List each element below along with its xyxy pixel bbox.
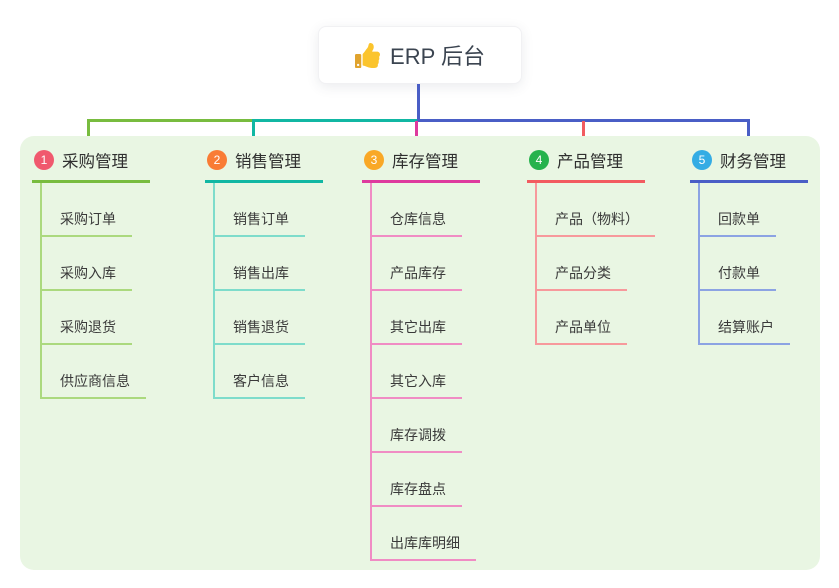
node-supplier-info[interactable]: 供应商信息 <box>42 345 146 399</box>
connector-root-stem <box>417 84 420 120</box>
branch-title: 销售管理 <box>235 153 301 171</box>
node-product-material[interactable]: 产品（物料） <box>537 183 655 237</box>
branch-inventory-children: 仓库信息 产品库存 其它出库 其它入库 库存调拨 库存盘点 出库库明细 <box>370 183 480 561</box>
branch-number-badge: 5 <box>692 150 712 170</box>
node-other-outbound[interactable]: 其它出库 <box>372 291 462 345</box>
branch-product-children: 产品（物料） 产品分类 产品单位 <box>535 183 655 345</box>
branch-number-badge: 3 <box>364 150 384 170</box>
branch-inventory-header[interactable]: 3 库存管理 <box>362 148 480 183</box>
branch-sales-header[interactable]: 2 销售管理 <box>205 148 323 183</box>
branch-finance-header[interactable]: 5 财务管理 <box>690 148 808 183</box>
node-other-inbound[interactable]: 其它入库 <box>372 345 462 399</box>
node-sales-order[interactable]: 销售订单 <box>215 183 305 237</box>
branch-product: 4 产品管理 产品（物料） 产品分类 产品单位 <box>527 148 655 345</box>
node-warehouse-info[interactable]: 仓库信息 <box>372 183 462 237</box>
root-title: ERP 后台 <box>390 44 485 69</box>
branch-number-badge: 4 <box>529 150 549 170</box>
branch-number-badge: 1 <box>34 150 54 170</box>
branch-finance: 5 财务管理 回款单 付款单 结算账户 <box>690 148 808 345</box>
node-customer-info[interactable]: 客户信息 <box>215 345 305 399</box>
node-payment-order[interactable]: 付款单 <box>700 237 776 291</box>
branch-inventory: 3 库存管理 仓库信息 产品库存 其它出库 其它入库 库存调拨 库存盘点 出库库… <box>362 148 480 561</box>
node-purchase-return[interactable]: 采购退货 <box>42 291 132 345</box>
node-stock-check[interactable]: 库存盘点 <box>372 453 462 507</box>
node-settlement-account[interactable]: 结算账户 <box>700 291 790 345</box>
root-node[interactable]: ERP 后台 <box>318 26 522 84</box>
branch-number-badge: 2 <box>207 150 227 170</box>
branch-purchase-children: 采购订单 采购入库 采购退货 供应商信息 <box>40 183 150 399</box>
node-outbound-detail[interactable]: 出库库明细 <box>372 507 476 561</box>
branch-title: 库存管理 <box>392 153 458 171</box>
connector-h-teal <box>252 119 417 122</box>
thumbs-up-icon <box>355 42 381 68</box>
node-stock-transfer[interactable]: 库存调拨 <box>372 399 462 453</box>
node-purchase-inbound[interactable]: 采购入库 <box>42 237 132 291</box>
node-product-stock[interactable]: 产品库存 <box>372 237 462 291</box>
connector-h-green <box>87 119 252 122</box>
branch-sales-children: 销售订单 销售出库 销售退货 客户信息 <box>213 183 323 399</box>
node-product-category[interactable]: 产品分类 <box>537 237 627 291</box>
branch-finance-children: 回款单 付款单 结算账户 <box>698 183 808 345</box>
connector-h-blue <box>417 119 750 122</box>
branch-purchase: 1 采购管理 采购订单 采购入库 采购退货 供应商信息 <box>32 148 150 399</box>
branch-title: 采购管理 <box>62 153 128 171</box>
mindmap-board: 1 采购管理 采购订单 采购入库 采购退货 供应商信息 2 销售管理 销售订单 … <box>20 136 820 570</box>
branch-product-header[interactable]: 4 产品管理 <box>527 148 645 183</box>
node-sales-return[interactable]: 销售退货 <box>215 291 305 345</box>
branch-title: 财务管理 <box>720 153 786 171</box>
branch-purchase-header[interactable]: 1 采购管理 <box>32 148 150 183</box>
node-product-unit[interactable]: 产品单位 <box>537 291 627 345</box>
branch-sales: 2 销售管理 销售订单 销售出库 销售退货 客户信息 <box>205 148 323 399</box>
branch-title: 产品管理 <box>557 153 623 171</box>
node-purchase-order[interactable]: 采购订单 <box>42 183 132 237</box>
node-receipt-order[interactable]: 回款单 <box>700 183 776 237</box>
node-sales-outbound[interactable]: 销售出库 <box>215 237 305 291</box>
